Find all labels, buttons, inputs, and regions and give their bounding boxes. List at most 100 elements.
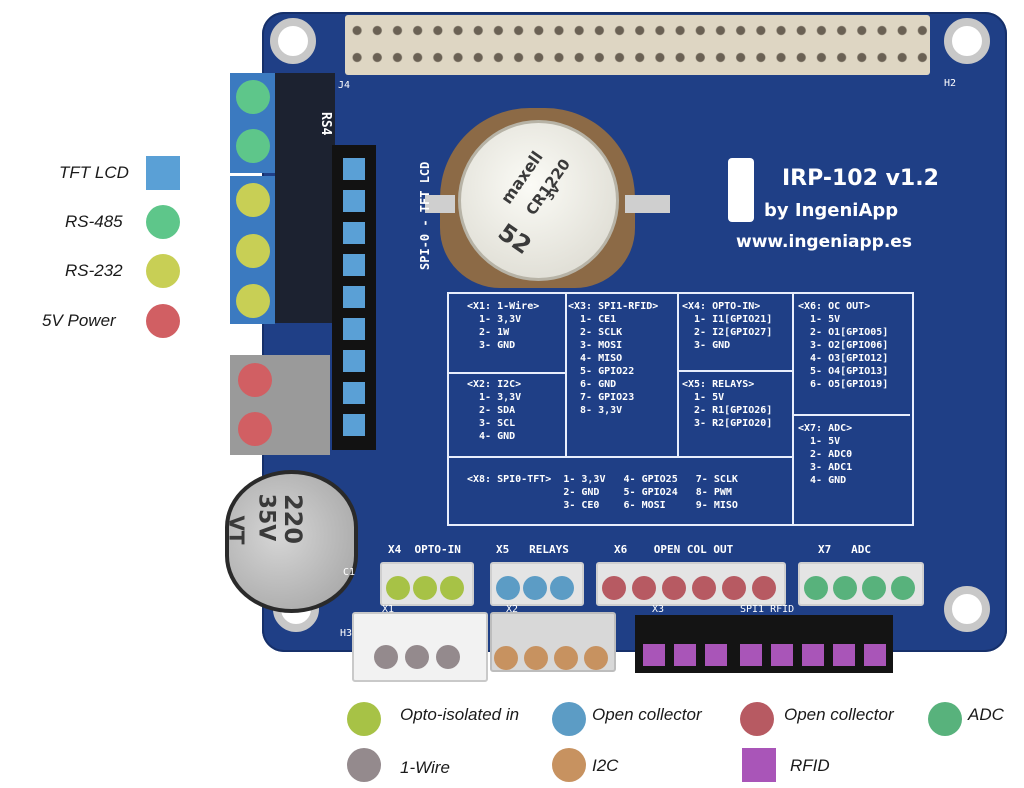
board-by: by IngeniApp <box>764 200 899 221</box>
relay-pin <box>523 576 547 600</box>
pinout-x6: <X6: OC OUT> 1- 5V 2- O1[GPIO05] 3- O2[G… <box>798 301 889 390</box>
pinout-divider <box>449 372 565 374</box>
label-spi-tft: SPI-0 - TFT LCD <box>418 161 432 270</box>
power-pin-1 <box>238 363 272 397</box>
tft-pin <box>343 158 365 180</box>
tft-pin <box>343 254 365 276</box>
onewire-pin <box>405 645 429 669</box>
pinout-divider <box>565 294 567 456</box>
board-title: IRP-102 v1.2 <box>782 166 939 191</box>
rs232-pin-2 <box>236 234 270 268</box>
label-c1: C1 <box>343 567 356 578</box>
pinout-table <box>447 292 914 526</box>
i2c-pin <box>524 646 548 670</box>
rs485-pin-1 <box>236 80 270 114</box>
power-pin-2 <box>238 412 272 446</box>
pinout-divider <box>677 294 679 456</box>
cap-voltage: 35V <box>253 493 279 542</box>
relay-pin <box>550 576 574 600</box>
legend-swatch-i2c <box>552 748 586 782</box>
legend-label-opto: Opto-isolated in <box>400 705 520 724</box>
tft-pin <box>343 382 365 404</box>
label-x5-relays: X5 RELAYS <box>496 543 569 556</box>
gpio-header-pins <box>345 15 930 75</box>
label-h3: H3 <box>340 628 353 639</box>
open-collector-pin <box>722 576 746 600</box>
pinout-x8: <X8: SPI0-TFT> 1- 3,3V 4- GPIO25 7- SCLK… <box>467 474 738 511</box>
cap-value: 220 <box>279 493 308 545</box>
open-collector-pin <box>662 576 686 600</box>
label-spi1-rfid: SPI1 RFID <box>740 604 795 615</box>
pinout-x5: <X5: RELAYS> 1- 5V 2- R1[GPIO26] 3- R2[G… <box>682 379 773 429</box>
opto-pin <box>386 576 410 600</box>
label-h2: H2 <box>944 78 957 89</box>
mounting-hole-bottom-right <box>944 586 990 632</box>
coin-cell-battery <box>458 120 619 281</box>
cap-code: VT <box>224 515 249 545</box>
open-collector-pin <box>752 576 776 600</box>
pinout-x4: <X4: OPTO-IN> 1- I1[GPIO21] 2- I2[GPIO27… <box>682 301 773 351</box>
label-x4-opto: X4 OPTO-IN <box>388 543 461 556</box>
legend-swatch-open-collector-blue <box>552 702 586 736</box>
legend-label-onewire: 1-Wire <box>400 758 450 777</box>
legend-swatch-open-collector-red <box>740 702 774 736</box>
pinout-x1: <X1: 1-Wire> 1- 3,3V 2- 1W 3- GND <box>467 301 540 351</box>
i2c-pin <box>554 646 578 670</box>
rfid-pin <box>833 644 855 666</box>
legend-label-5v-power: 5V Power <box>42 311 116 330</box>
adc-pin <box>804 576 828 600</box>
rs485-pin-2 <box>236 129 270 163</box>
legend-swatch-rs485 <box>146 205 180 239</box>
adc-pin <box>891 576 915 600</box>
adc-pin <box>862 576 886 600</box>
opto-pin <box>440 576 464 600</box>
onewire-pin <box>436 645 460 669</box>
rfid-pin <box>802 644 824 666</box>
legend-swatch-rs232 <box>146 254 180 288</box>
legend-label-rfid: RFID <box>790 756 830 775</box>
relay-pin <box>496 576 520 600</box>
legend-swatch-5v-power <box>146 304 180 338</box>
label-x6-open-col: X6 OPEN COL OUT <box>614 543 734 556</box>
tft-pin <box>343 318 365 340</box>
ingeniapp-logo-icon <box>728 158 754 222</box>
tft-pin <box>343 414 365 436</box>
label-x3: X3 <box>652 604 665 615</box>
legend-label-rs232: RS-232 <box>65 261 123 280</box>
pinout-x2: <X2: I2C> 1- 3,3V 2- SDA 3- SCL 4- GND <box>467 379 522 442</box>
legend-swatch-tft-lcd <box>146 156 180 190</box>
i2c-pin <box>494 646 518 670</box>
rfid-pin <box>643 644 665 666</box>
legend-swatch-onewire <box>347 748 381 782</box>
onewire-pin <box>374 645 398 669</box>
tft-pin <box>343 190 365 212</box>
label-j4: J4 <box>338 80 351 91</box>
pinout-divider <box>792 414 910 416</box>
rs232-pin-1 <box>236 183 270 217</box>
battery-contact-left <box>425 195 455 213</box>
terminal-housing <box>275 73 335 323</box>
legend-label-tft-lcd: TFT LCD <box>59 163 129 182</box>
irp-102-board <box>262 12 1007 652</box>
pinout-x3: <X3: SPI1-RFID> 1- CE1 2- SCLK 3- MOSI 4… <box>568 301 659 416</box>
legend-swatch-rfid <box>742 748 776 782</box>
open-collector-pin <box>692 576 716 600</box>
legend-swatch-adc <box>928 702 962 736</box>
legend-label-rs485: RS-485 <box>65 212 123 231</box>
mounting-hole-top-left <box>270 18 316 64</box>
tft-pin <box>343 350 365 372</box>
legend-swatch-opto <box>347 702 381 736</box>
pinout-divider <box>449 456 792 458</box>
rs232-pin-3 <box>236 284 270 318</box>
rfid-pin <box>705 644 727 666</box>
label-x2: X2 <box>506 604 519 615</box>
board-url: www.ingeniapp.es <box>736 232 912 252</box>
label-x7-adc: X7 ADC <box>818 543 871 556</box>
legend-label-i2c: I2C <box>592 756 619 775</box>
legend-label-open-collector-2: Open collector <box>784 705 894 724</box>
label-rs4: RS4 <box>318 112 333 136</box>
label-x1: X1 <box>382 604 395 615</box>
pinout-divider <box>677 370 792 372</box>
rfid-pin <box>674 644 696 666</box>
opto-pin <box>413 576 437 600</box>
